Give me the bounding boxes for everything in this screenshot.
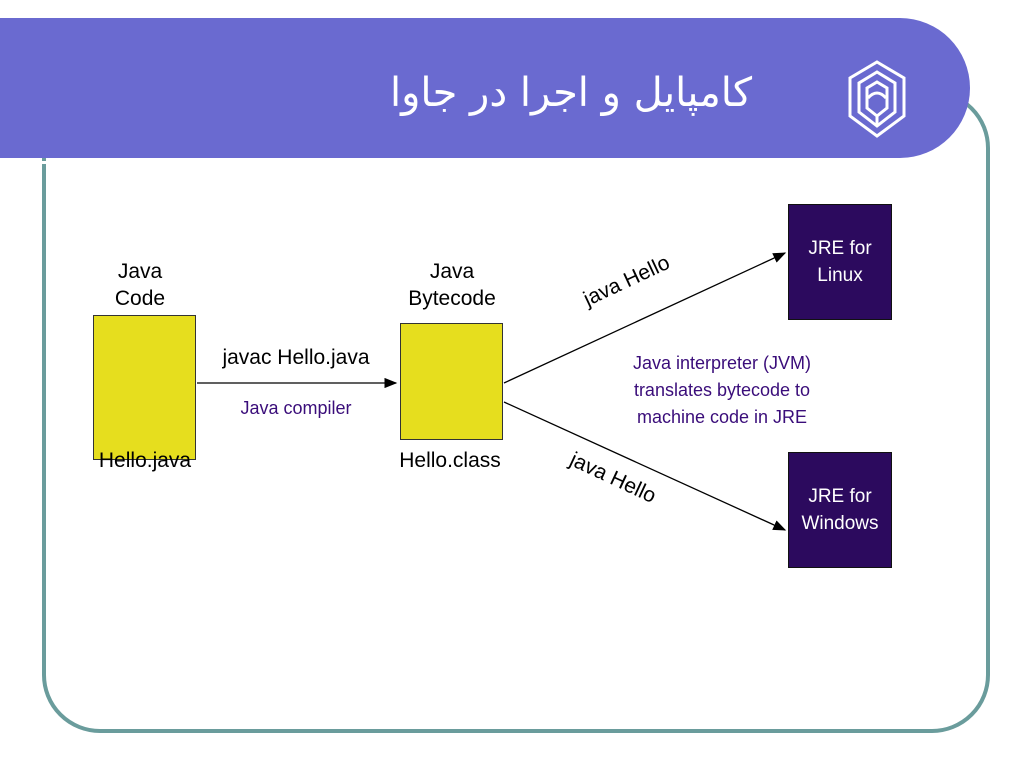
jvm-note: Java interpreter (JVM) translates byteco…	[632, 353, 812, 427]
bytecode-box	[400, 323, 503, 440]
jre-linux-box: JRE for Linux	[788, 204, 892, 320]
hello-class-label: Hello.class	[399, 449, 501, 472]
windows-arrow	[503, 401, 787, 531]
university-logo-icon	[848, 60, 906, 138]
javac-command-label: javac Hello.java	[222, 346, 370, 369]
slide-title: کامپایل و اجرا در جاوا	[389, 70, 752, 116]
hello-java-label: Hello.java	[98, 449, 192, 472]
title-bar: کامپایل و اجرا در جاوا	[0, 18, 970, 164]
linux-arrow	[503, 252, 787, 384]
java-source-box	[93, 315, 196, 460]
jre-windows-box: JRE for Windows	[788, 452, 892, 568]
title-underline	[0, 161, 920, 164]
java-bytecode-label: Java Bytecode	[408, 260, 496, 310]
java-code-label: Java Code	[114, 260, 166, 310]
java-compiler-label: Java compiler	[240, 398, 352, 418]
